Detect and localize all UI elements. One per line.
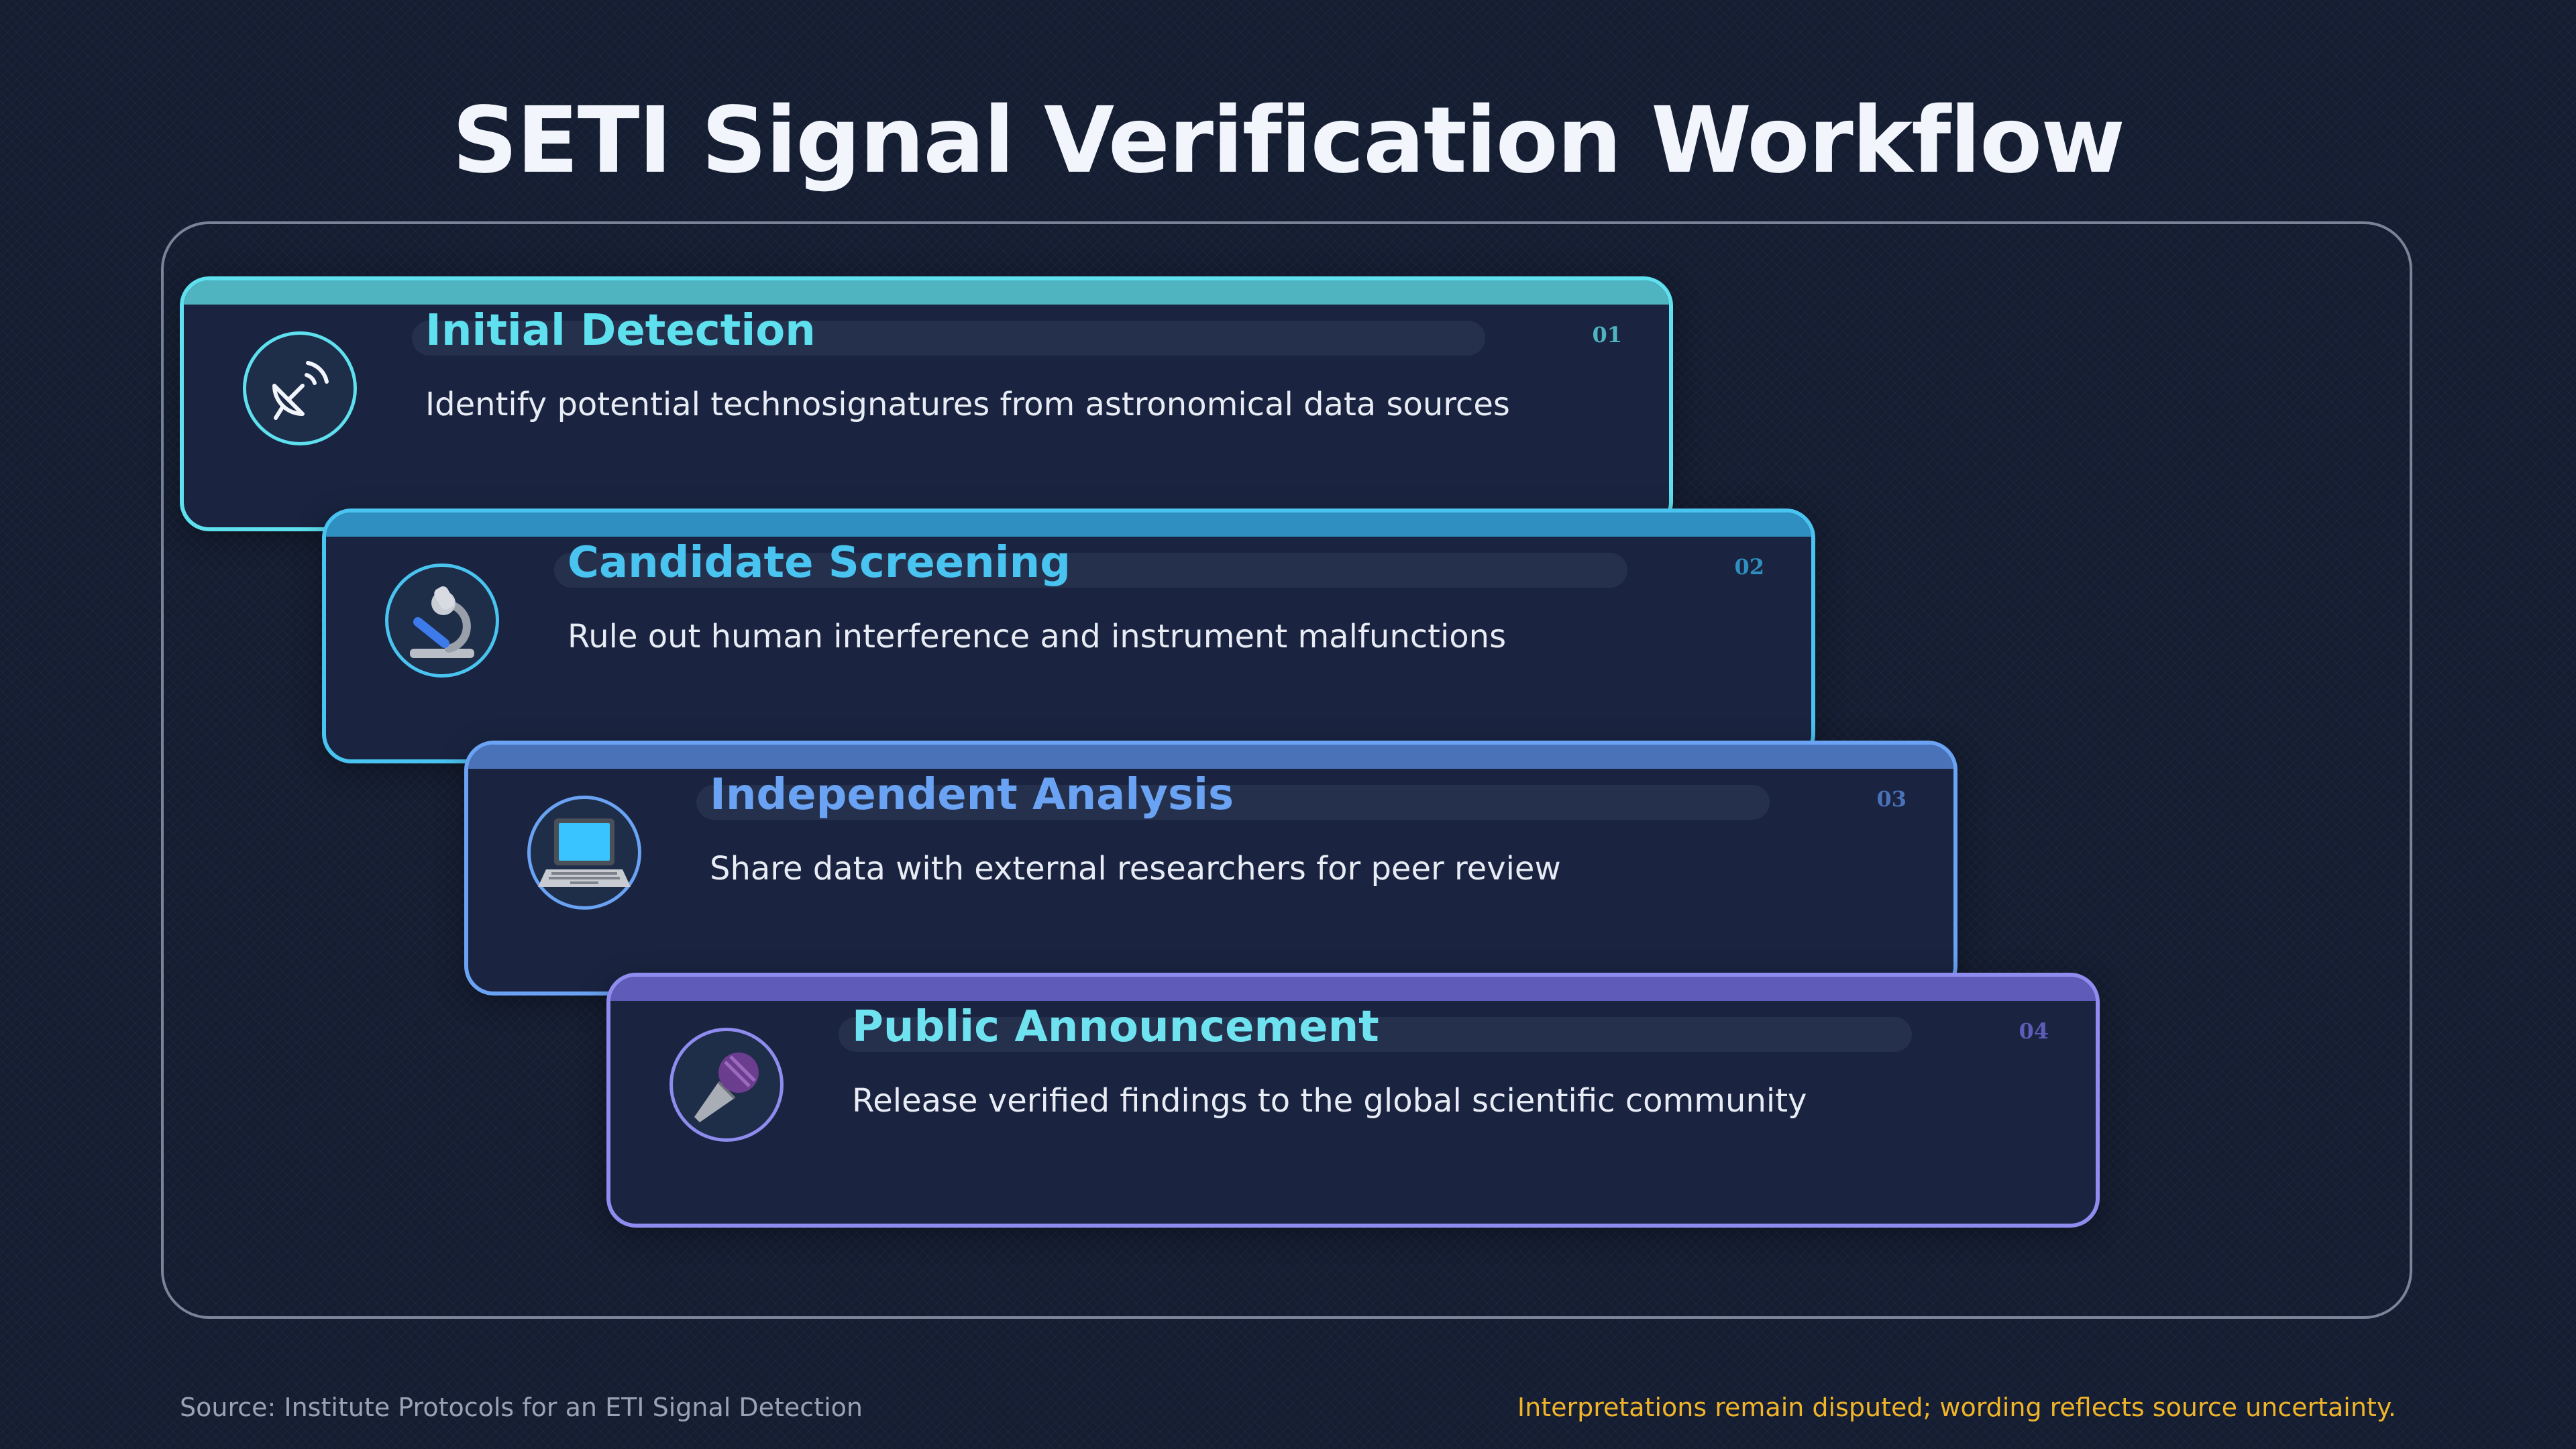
step-number: 03 bbox=[1876, 786, 1907, 812]
page-title: SETI Signal Verification Workflow bbox=[451, 88, 2125, 194]
step-description: Rule out human interference and instrume… bbox=[568, 618, 1507, 655]
icon-badge bbox=[243, 331, 357, 445]
step-number: 04 bbox=[2019, 1018, 2049, 1044]
icon-badge bbox=[385, 564, 499, 678]
diagram-frame bbox=[161, 221, 2412, 1319]
step-title: Initial Detection bbox=[425, 306, 816, 356]
title-highlight bbox=[412, 321, 1485, 356]
card-top-bar bbox=[468, 745, 1953, 769]
satellite-dish-icon bbox=[272, 361, 329, 420]
title-highlight bbox=[554, 553, 1627, 588]
step-card-independent-analysis: Independent Analysis Share data with ext… bbox=[464, 741, 1957, 996]
step-description: Identify potential technosignatures from… bbox=[425, 386, 1510, 423]
card-top-bar bbox=[610, 977, 2096, 1001]
icon-badge bbox=[527, 796, 641, 910]
card-top-bar bbox=[184, 280, 1669, 305]
uncertainty-note: Interpretations remain disputed; wording… bbox=[1517, 1393, 2396, 1422]
step-title: Candidate Screening bbox=[568, 538, 1071, 588]
step-description: Share data with external researchers for… bbox=[710, 850, 1561, 888]
title-highlight bbox=[696, 785, 1770, 820]
microscope-icon bbox=[410, 586, 474, 658]
microphone-icon bbox=[694, 1053, 759, 1122]
step-card-initial-detection: Initial Detection Identify potential tec… bbox=[180, 276, 1673, 531]
icon-badge bbox=[669, 1028, 784, 1142]
title-highlight bbox=[839, 1017, 1912, 1052]
step-title: Public Announcement bbox=[852, 1002, 1379, 1052]
step-number: 01 bbox=[1592, 322, 1622, 347]
card-top-bar bbox=[326, 513, 1811, 537]
laptop-icon bbox=[538, 818, 631, 887]
step-number: 02 bbox=[1734, 554, 1764, 580]
step-card-public-announcement: Public Announcement Release verified fin… bbox=[606, 973, 2100, 1228]
step-title: Independent Analysis bbox=[710, 770, 1234, 820]
step-card-candidate-screening: Candidate Screening Rule out human inter… bbox=[322, 508, 1815, 763]
step-description: Release verified findings to the global … bbox=[852, 1082, 1807, 1120]
source-note: Source: Institute Protocols for an ETI S… bbox=[180, 1393, 863, 1422]
